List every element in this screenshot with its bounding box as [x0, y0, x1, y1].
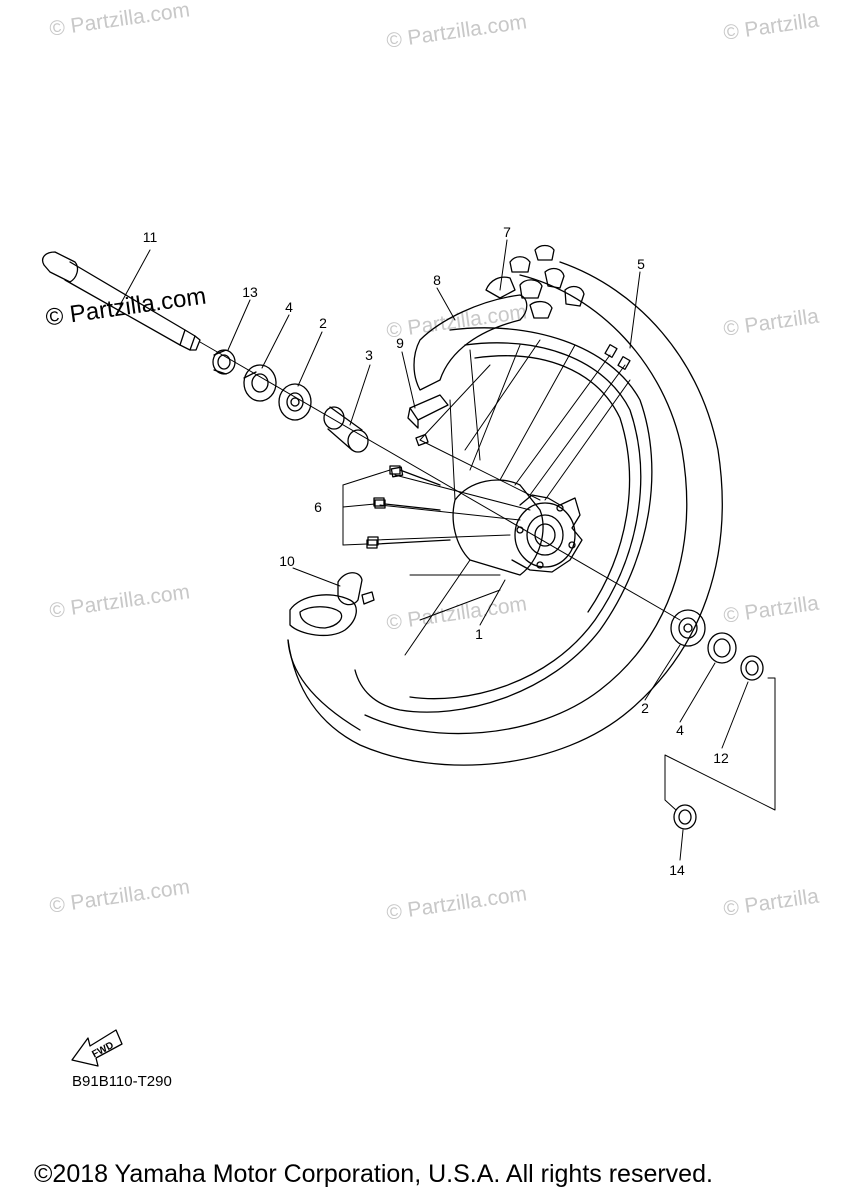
fwd-arrow-icon: [71, 1029, 123, 1067]
callout-3: 3: [365, 347, 373, 363]
axle: [41, 251, 201, 351]
callout-2: 2: [319, 315, 327, 331]
copyright-notice: ©2018 Yamaha Motor Corporation, U.S.A. A…: [34, 1160, 713, 1188]
callout-1: 1: [475, 626, 483, 642]
bearing: [670, 609, 706, 647]
callout-13: 13: [242, 284, 258, 300]
callout-7: 7: [503, 224, 511, 240]
callout-5: 5: [637, 256, 645, 272]
valve-stem: [337, 572, 375, 606]
leader-lines: [119, 239, 776, 861]
callout-10: 10: [279, 553, 295, 569]
callout-4: 4: [285, 299, 293, 315]
rim-band: [413, 294, 528, 391]
hub: [452, 479, 583, 576]
callout-11: 11: [142, 229, 158, 245]
callout-6: 6: [314, 499, 322, 515]
collar: [673, 804, 697, 830]
spacer: [323, 406, 369, 453]
callout-9: 9: [396, 335, 404, 351]
spokes: [374, 339, 631, 656]
tread-blocks: [485, 244, 585, 319]
callout-12: 12: [713, 750, 729, 766]
axle-center-line: [199, 341, 681, 621]
collar: [740, 655, 764, 681]
callout-4: 4: [676, 722, 684, 738]
bearing: [278, 383, 312, 421]
callout-8: 8: [433, 272, 441, 288]
tire: [287, 261, 723, 766]
callout-14: 14: [669, 862, 685, 878]
collar: [212, 349, 236, 375]
spoke-nipples: [367, 344, 631, 546]
diagram-code: B91B110-T290: [72, 1073, 172, 1090]
oil-seal: [707, 632, 737, 664]
callout-2: 2: [641, 700, 649, 716]
tube: [287, 594, 361, 731]
rim: [354, 327, 653, 713]
rim-lock: [407, 394, 449, 429]
